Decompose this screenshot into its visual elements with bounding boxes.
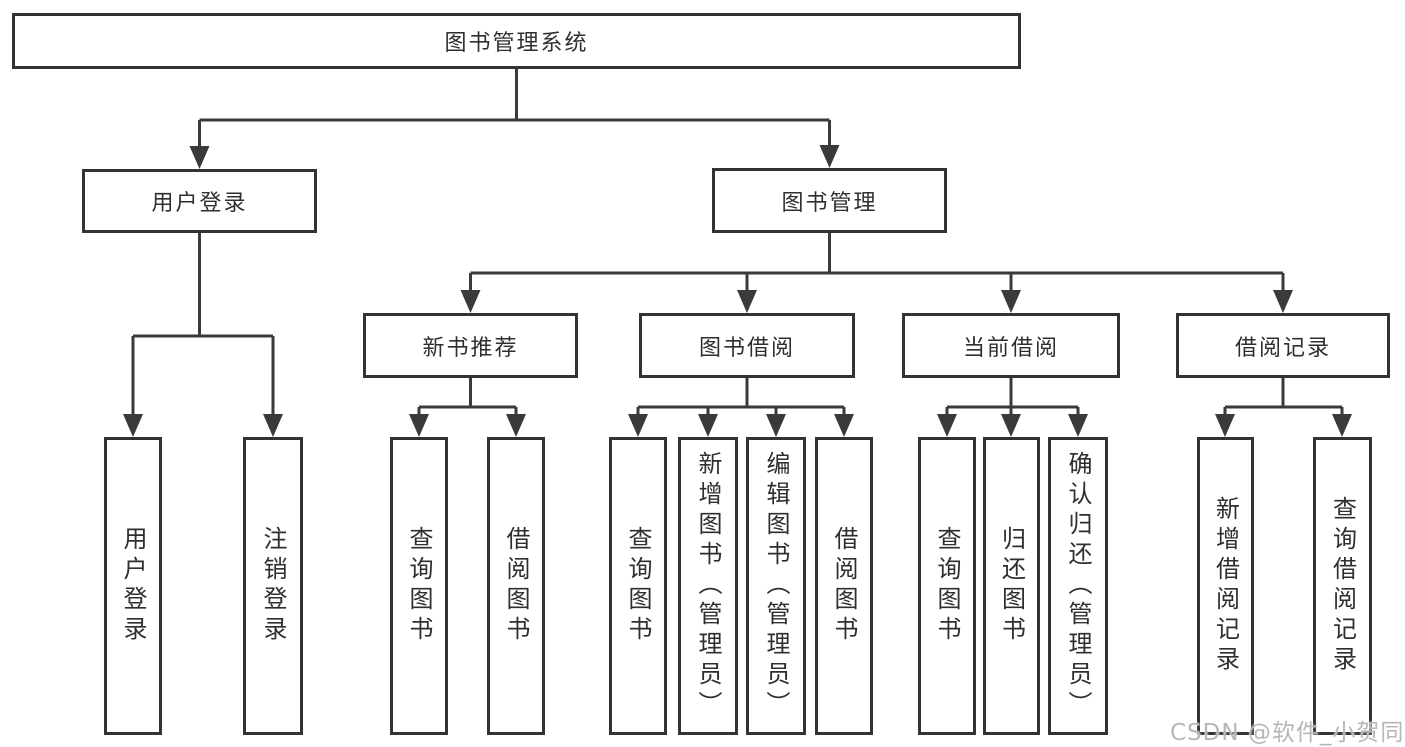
leaf-br-query-record-label: 查询借阅记录: [1328, 496, 1357, 676]
csdn-watermark: CSDN @软件_小贺同学: [1170, 720, 1405, 746]
node-user-login-label: 用户登录: [151, 191, 248, 216]
leaf-cb-confirm-return-admin-label: 确认归还（管理员）: [1064, 451, 1092, 721]
leaf-cb-query-books: 查询图书: [918, 437, 976, 735]
arrowheads: [123, 145, 1352, 437]
leaf-br-add-record-label: 新增借阅记录: [1211, 496, 1240, 676]
leaf-bb-add-books-admin: 新增图书（管理员）: [678, 437, 738, 735]
node-user-login: 用户登录: [82, 169, 317, 233]
leaf-logout-label: 注销登录: [259, 526, 287, 646]
node-new-book-recommend-label: 新书推荐: [422, 335, 519, 361]
leaf-bb-borrow-books: 借阅图书: [815, 437, 873, 735]
leaf-cb-confirm-return-admin: 确认归还（管理员）: [1048, 437, 1108, 735]
leaf-bb-query-books: 查询图书: [609, 437, 667, 735]
leaf-bb-borrow-books-label: 借阅图书: [830, 526, 858, 646]
leaf-user-login: 用户登录: [104, 437, 162, 735]
leaf-cb-return-books-label: 归还图书: [997, 526, 1026, 646]
leaf-bb-edit-books-admin-label: 编辑图书（管理员）: [762, 451, 790, 721]
leaf-cb-return-books: 归还图书: [983, 437, 1040, 735]
node-book-borrow: 图书借阅: [639, 313, 855, 378]
node-book-borrow-label: 图书借阅: [698, 335, 795, 361]
node-current-borrow: 当前借阅: [902, 313, 1120, 378]
leaf-bb-query-books-label: 查询图书: [624, 526, 652, 646]
leaf-bb-add-books-admin-label: 新增图书（管理员）: [694, 451, 722, 721]
node-borrow-record-label: 借阅记录: [1234, 335, 1331, 361]
leaf-br-add-record: 新增借阅记录: [1197, 437, 1254, 735]
leaf-nb-borrow-books: 借阅图书: [487, 437, 545, 735]
node-book-management-label: 图书管理: [781, 190, 878, 216]
leaf-nb-query-books-label: 查询图书: [405, 526, 433, 646]
node-new-book-recommend: 新书推荐: [363, 313, 578, 378]
leaf-cb-query-books-label: 查询图书: [933, 526, 961, 646]
leaf-logout: 注销登录: [243, 437, 303, 735]
node-book-management: 图书管理: [712, 168, 947, 233]
node-current-borrow-label: 当前借阅: [962, 335, 1059, 361]
leaf-br-query-record: 查询借阅记录: [1313, 437, 1372, 735]
leaf-nb-borrow-books-label: 借阅图书: [502, 526, 530, 646]
leaf-user-login-label: 用户登录: [119, 526, 147, 646]
node-borrow-record: 借阅记录: [1176, 313, 1390, 378]
node-root: 图书管理系统: [12, 13, 1021, 69]
leaf-nb-query-books: 查询图书: [390, 437, 448, 735]
leaf-bb-edit-books-admin: 编辑图书（管理员）: [746, 437, 806, 735]
node-root-label: 图书管理系统: [444, 31, 589, 56]
